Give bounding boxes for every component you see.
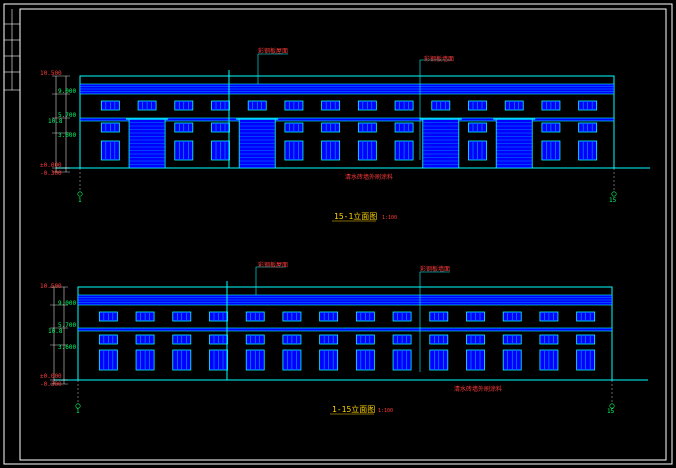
elevation-1-15 bbox=[50, 266, 648, 415]
top-elevation-scale: 1:100 bbox=[382, 215, 398, 221]
bottom-dim-total: 10.8 bbox=[48, 328, 63, 335]
leader-line bbox=[255, 266, 286, 295]
bottom-axis-right: 15 bbox=[607, 408, 615, 415]
leader-line bbox=[419, 271, 450, 372]
axis-bubble bbox=[75, 403, 81, 409]
inner-frame bbox=[19, 8, 667, 461]
floor-band bbox=[77, 327, 613, 332]
bottom-dim-1: 10.500 bbox=[40, 283, 62, 290]
leader-line bbox=[257, 53, 288, 84]
top-dim-4: 3.600 bbox=[58, 132, 77, 139]
title-strip bbox=[4, 9, 20, 91]
leader-line bbox=[419, 59, 450, 160]
outer-frame bbox=[3, 3, 673, 465]
top-dim-1: 10.500 bbox=[40, 70, 62, 77]
top-dim-3: 5.700 bbox=[58, 112, 77, 119]
axis-bubble bbox=[611, 191, 617, 197]
top-elevation-title: 15-1立面图 bbox=[334, 212, 378, 221]
building-outline bbox=[77, 286, 613, 381]
bottom-axis-left: 1 bbox=[76, 408, 80, 415]
top-roof-callout: 彩钢板屋面 bbox=[258, 48, 289, 55]
bottom-dim-6: -0.300 bbox=[40, 381, 62, 388]
floor-band bbox=[79, 117, 615, 122]
bottom-dim-5: ±0.000 bbox=[40, 373, 62, 380]
top-dim-2: 9.000 bbox=[58, 88, 77, 95]
top-dim-total: 10.8 bbox=[48, 118, 63, 125]
top-base-callout: 清水砖墙外刷涂料 bbox=[345, 174, 394, 181]
top-axis-right: 15 bbox=[609, 197, 617, 204]
axis-bubble bbox=[77, 191, 83, 197]
bottom-dim-4: 3.600 bbox=[58, 344, 77, 351]
top-dim-6: -0.300 bbox=[40, 170, 62, 177]
axis-bubble bbox=[609, 403, 615, 409]
bottom-base-callout: 清水砖墙外刷涂料 bbox=[454, 386, 503, 393]
bottom-wall-callout: 彩钢板墙面 bbox=[420, 266, 451, 273]
bottom-elevation-title: 1-15立面图 bbox=[332, 405, 376, 414]
bottom-dim-2: 9.000 bbox=[58, 300, 77, 307]
bottom-roof-callout: 彩钢板屋面 bbox=[258, 262, 289, 269]
building-outline bbox=[79, 75, 615, 169]
top-axis-left: 1 bbox=[78, 197, 82, 204]
top-dim-5: ±0.000 bbox=[40, 162, 62, 169]
bottom-elevation-scale: 1:100 bbox=[378, 408, 394, 414]
bottom-dim-3: 5.700 bbox=[58, 322, 77, 329]
elevation-15-1 bbox=[52, 53, 650, 222]
top-wall-callout: 彩钢板墙面 bbox=[424, 56, 455, 63]
